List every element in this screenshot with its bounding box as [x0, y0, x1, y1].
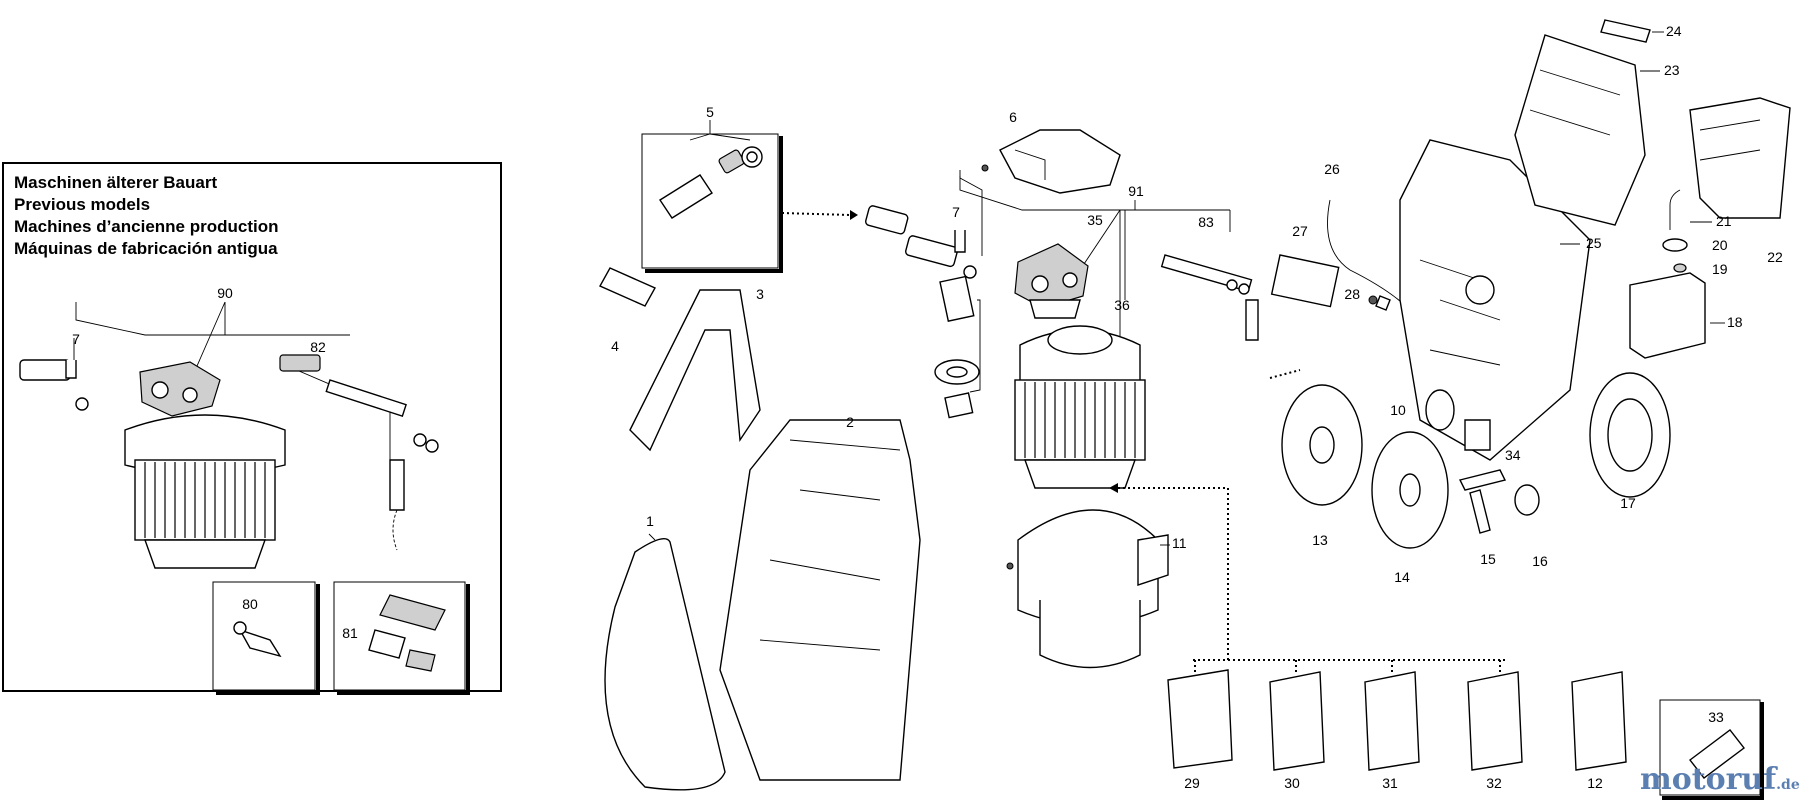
callout-33: 33 — [1708, 709, 1724, 725]
callout-82: 82 — [310, 339, 326, 355]
valve-insert-part — [389, 459, 405, 511]
callout-7: 7 — [952, 204, 960, 220]
callout-10: 10 — [1390, 402, 1406, 418]
connector-kit-5: 5 — [641, 104, 858, 273]
upper-shell-23: 23 — [1514, 34, 1680, 226]
accessory-row: 29 30 31 32 12 — [1167, 659, 1627, 791]
callout-18: 18 — [1727, 314, 1743, 330]
callout-80: 80 — [242, 596, 258, 612]
tank-11: 11 — [1006, 483, 1229, 669]
nozzle-kit-33: 33 — [1659, 699, 1764, 800]
callout-90: 90 — [217, 285, 233, 301]
grip-4: 4 — [599, 267, 656, 354]
detergent-system: 21 20 19 18 — [1629, 189, 1743, 359]
clip-28: 28 — [1344, 286, 1391, 311]
callout-83: 83 — [1198, 214, 1214, 230]
callout-2: 2 — [846, 414, 854, 430]
motor-fan-part — [144, 539, 266, 569]
seal-kits — [934, 275, 981, 419]
callout-31: 31 — [1382, 775, 1398, 791]
callout-26: 26 — [1324, 161, 1340, 177]
chassis-25: 25 — [1399, 139, 1602, 461]
reel-13: 13 — [1269, 369, 1363, 548]
clip-part — [65, 360, 77, 379]
callout-14: 14 — [1394, 569, 1410, 585]
piston-shaft-part — [325, 379, 407, 418]
callout-34: 34 — [1505, 447, 1521, 463]
wheel-17: 17 — [1589, 372, 1671, 511]
callout-24: 24 — [1666, 23, 1682, 39]
motor-36: 36 — [1014, 297, 1146, 489]
callout-16: 16 — [1532, 553, 1548, 569]
o-ring-part — [75, 397, 89, 411]
callout-29: 29 — [1184, 775, 1200, 791]
callout-13: 13 — [1312, 532, 1328, 548]
front-panel-1: 1 — [604, 513, 726, 791]
callout-11: 11 — [1172, 535, 1187, 551]
hose-adapter-part — [19, 359, 71, 381]
legend-line-es: Máquinas de fabricación antigua — [14, 239, 278, 258]
piston-83: 83 — [1160, 214, 1259, 341]
pump-group-91: 91 — [959, 176, 1231, 345]
legend-line-de: Maschinen älterer Bauart — [14, 173, 218, 192]
callout-30: 30 — [1284, 775, 1300, 791]
callout-28: 28 — [1344, 286, 1360, 302]
callout-7-old: 7 — [72, 331, 80, 347]
watermark-name: motoruf — [1640, 762, 1777, 797]
cap-24: 24 — [1600, 19, 1682, 43]
callout-22: 22 — [1767, 249, 1783, 265]
legend-line-fr: Machines d’ancienne production — [14, 217, 279, 236]
callout-23: 23 — [1664, 62, 1680, 78]
callout-5: 5 — [706, 104, 714, 120]
reel-14: 14 — [1371, 431, 1449, 585]
previous-models-assembly: 7 90 82 80 81 — [19, 285, 470, 695]
knob-16: 16 — [1514, 484, 1548, 569]
watermark-logo: motoruf.de — [1640, 762, 1800, 797]
callout-21: 21 — [1716, 213, 1732, 229]
subbox-80 — [212, 581, 316, 691]
callout-3: 3 — [756, 286, 764, 302]
callout-12: 12 — [1587, 775, 1603, 791]
switch-27: 27 — [1270, 223, 1340, 308]
callout-35: 35 — [1087, 212, 1103, 228]
callout-6: 6 — [1009, 109, 1017, 125]
callout-81: 81 — [342, 625, 358, 641]
callout-15: 15 — [1480, 551, 1496, 567]
callout-32: 32 — [1486, 775, 1502, 791]
pump-head-part — [139, 361, 221, 417]
handle-3: 3 — [629, 286, 764, 452]
callout-36: 36 — [1114, 297, 1130, 313]
hose-adapter-7: 7 — [865, 170, 983, 279]
legend-line-en: Previous models — [14, 195, 151, 214]
pump-head-35: 35 — [1014, 212, 1103, 319]
housing-2: 2 — [719, 414, 921, 781]
callout-17: 17 — [1620, 495, 1636, 511]
crank-15: 15 — [1458, 469, 1507, 567]
callout-91: 91 — [1128, 183, 1144, 199]
callout-27: 27 — [1292, 223, 1308, 239]
callout-25: 25 — [1586, 235, 1602, 251]
callout-19: 19 — [1712, 261, 1728, 277]
callout-20: 20 — [1712, 237, 1728, 253]
cylinder-10: 10 34 — [1390, 389, 1521, 463]
callout-4: 4 — [611, 338, 619, 354]
callout-1: 1 — [646, 513, 654, 529]
cover-6: 6 — [981, 109, 1121, 194]
storage-22: 22 — [1689, 97, 1791, 265]
watermark-tld: .de — [1776, 777, 1800, 793]
cable-26: 26 — [1324, 161, 1411, 311]
